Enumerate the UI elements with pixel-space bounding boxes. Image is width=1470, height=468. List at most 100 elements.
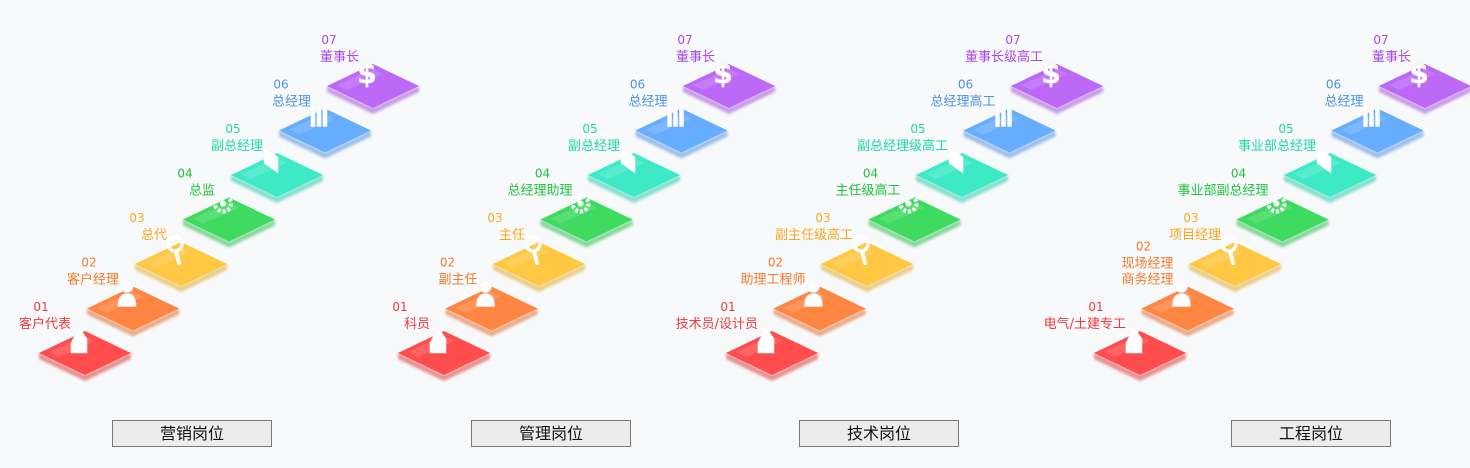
- step-number: 03: [815, 211, 830, 225]
- step-number: 06: [958, 78, 973, 92]
- step-number: 02: [440, 256, 455, 270]
- svg-text:$: $: [1041, 57, 1060, 90]
- step-diamond: [1011, 64, 1103, 108]
- search-icon: [852, 235, 870, 265]
- step-diamond: [1379, 64, 1470, 108]
- step-title: 董事长级高工: [965, 49, 1043, 65]
- step-diamond: [183, 197, 275, 242]
- bar-chart-icon: [1363, 104, 1380, 127]
- step-title: 总经理: [272, 95, 311, 110]
- step-diamond: [916, 153, 1008, 197]
- step-diamond: [821, 242, 913, 286]
- dollar-icon: $: [1409, 57, 1429, 91]
- step-side: [540, 219, 633, 248]
- ladder-step: 04 事业部副总经理: [1177, 167, 1329, 248]
- ladder-step: 05 副总经理: [568, 122, 680, 203]
- step-side: [635, 130, 728, 159]
- step-diamond: [1236, 197, 1329, 242]
- step-side: [279, 130, 371, 159]
- house-icon: [1125, 326, 1143, 354]
- step-number: 03: [487, 211, 502, 225]
- step-number: 01: [33, 300, 48, 314]
- step-title: 总经理: [628, 95, 667, 110]
- step-title: 事业部总经理: [1238, 139, 1316, 154]
- step-number: 07: [1005, 33, 1020, 47]
- step-title: 副主任级高工: [775, 227, 853, 243]
- step-title: 科员: [404, 317, 430, 332]
- step-title: 助理工程师: [740, 273, 805, 288]
- step-side: [726, 353, 818, 381]
- ladder-group-3: 01技术员/设计员02助理工程师03副主任级高工04主任级高工05副总经理级高工…: [676, 33, 1103, 381]
- step-title: 总监: [189, 184, 215, 199]
- gear-icon: [213, 193, 233, 214]
- step-title: 客户代表: [19, 316, 71, 332]
- svg-text:$: $: [1409, 57, 1428, 90]
- step-title: 事业部副总经理: [1177, 184, 1268, 199]
- step-highlight: [337, 69, 383, 90]
- step-diamond: [445, 286, 538, 331]
- dollar-icon: $: [1041, 57, 1061, 91]
- step-side: [868, 219, 961, 248]
- step-title: 总经理助理: [507, 184, 572, 199]
- step-diamond: [683, 64, 775, 108]
- step-number: 06: [1326, 78, 1341, 92]
- ladder-step: 01 科员: [392, 300, 490, 381]
- dollar-icon: $: [357, 57, 377, 91]
- step-highlight: [693, 69, 739, 90]
- step-number: 06: [273, 78, 288, 92]
- step-side: [135, 264, 227, 292]
- step-title: 副总经理: [211, 139, 263, 154]
- step-diamond: [588, 153, 680, 197]
- step-title: 主任: [499, 228, 525, 243]
- step-side: [327, 86, 419, 114]
- step-title: 副主任: [438, 273, 477, 288]
- step-number: 07: [677, 33, 692, 47]
- step-diamond: [493, 242, 585, 286]
- step-number: 04: [1231, 167, 1246, 181]
- step-side: [231, 175, 323, 203]
- step-highlight: [503, 247, 549, 268]
- step-side: [1141, 308, 1234, 337]
- step-title: 董事长: [1372, 50, 1411, 65]
- step-side: [1011, 86, 1103, 114]
- house-icon: [429, 326, 447, 354]
- dollar-icon: $: [713, 57, 733, 91]
- step-number: 05: [225, 122, 240, 136]
- step-number: 02: [768, 256, 783, 270]
- gear-icon: [570, 193, 591, 214]
- step-title: 客户经理: [67, 272, 119, 288]
- step-side: [87, 308, 179, 337]
- step-title: 总经理高工: [930, 94, 995, 110]
- step-diamond: [1331, 108, 1424, 153]
- document-icon: [263, 146, 279, 174]
- step-number: 01: [392, 300, 407, 314]
- ladder-step: 02 副主任: [438, 256, 538, 337]
- step-number: 05: [910, 122, 925, 136]
- ladder-step: 03 主任: [487, 211, 585, 292]
- ladder-step: 05 副总经理: [211, 122, 323, 203]
- bar-chart-icon: [995, 104, 1012, 127]
- step-highlight: [145, 247, 191, 268]
- step-side: [1331, 130, 1424, 159]
- step-highlight: [1389, 69, 1435, 90]
- step-number: 01: [720, 300, 735, 314]
- step-number: 04: [863, 167, 878, 181]
- step-number: 05: [582, 122, 597, 136]
- ladder-step: 06 总经理高工: [930, 78, 1056, 159]
- step-side: [683, 86, 775, 114]
- step-title: 副总经理: [568, 139, 620, 154]
- user-icon: [117, 280, 137, 307]
- house-icon: [70, 326, 88, 354]
- step-side: [916, 175, 1008, 203]
- step-number: 07: [321, 33, 336, 47]
- step-side: [1236, 219, 1329, 248]
- search-icon: [1220, 235, 1238, 265]
